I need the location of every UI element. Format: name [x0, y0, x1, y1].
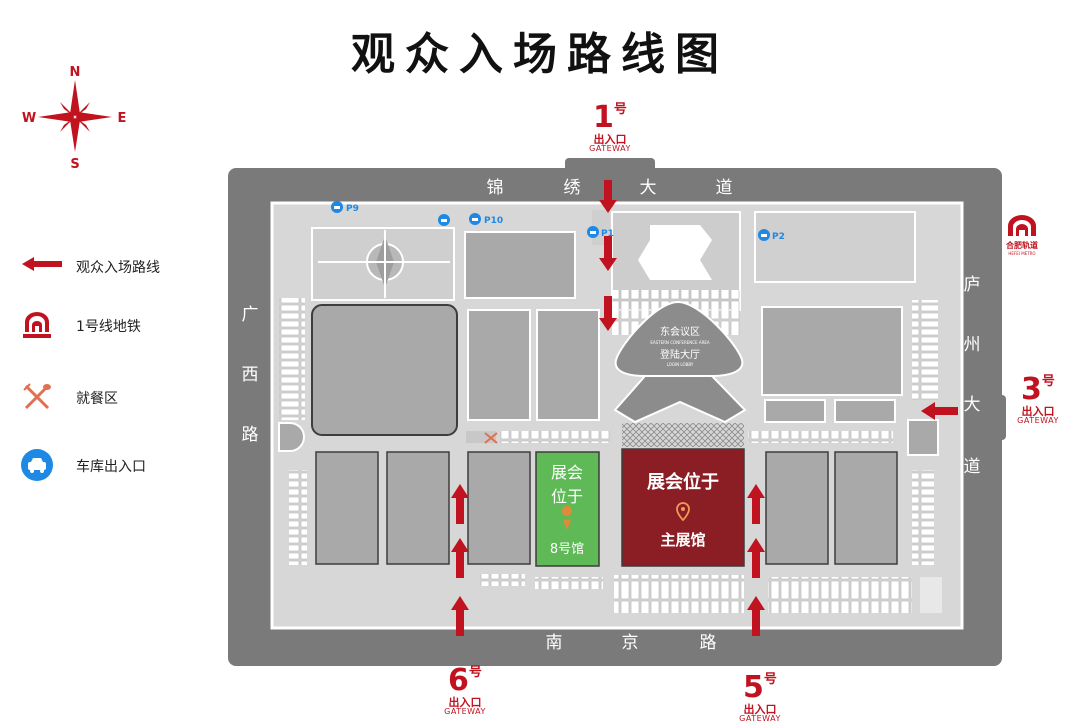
- hall8-pin-icon: [562, 506, 573, 530]
- dining-area-marker: [484, 432, 498, 444]
- legend-metro: 1号线地铁: [20, 310, 141, 344]
- road-east: 庐 州 大 道: [964, 275, 981, 477]
- compass-e-label: E: [118, 111, 127, 126]
- route-arrow-down: [599, 180, 617, 213]
- gate-number: 6: [448, 663, 469, 698]
- lobby-name: 登陆大厅: [660, 348, 700, 361]
- parking-marker-p1: P1: [587, 226, 614, 239]
- route-arrow-left: [921, 402, 958, 420]
- road-south: 南 京 路: [546, 633, 717, 653]
- road-west-char: 路: [242, 425, 259, 445]
- road-east-char: 道: [964, 457, 981, 477]
- gate-exit-label: 出入口: [1021, 405, 1055, 418]
- road-north-char: 道: [716, 178, 733, 198]
- page-title: 观众入场路线图: [351, 29, 729, 80]
- east-hall-name: 东会议区: [660, 325, 700, 338]
- road-west-char: 广: [242, 305, 259, 325]
- legend-parking: 车库出入口: [20, 448, 146, 486]
- fork-knife-icon: [23, 383, 51, 410]
- gate-exit-label: 出入口: [448, 696, 482, 709]
- route-arrow-up: [747, 596, 765, 636]
- legend-route: 观众入场路线: [20, 257, 160, 276]
- parking-marker-p10: P10: [469, 213, 503, 226]
- main-hall-line1: 展会位于: [647, 471, 719, 493]
- gate-hao: 号: [763, 672, 777, 687]
- route-arrow-up: [451, 596, 469, 636]
- compass-w-label: W: [22, 111, 36, 126]
- gate-gateway-label: GATEWAY: [589, 144, 631, 153]
- parking-p9-label: P9: [346, 204, 359, 214]
- legend-dining: 就餐区: [20, 380, 118, 418]
- gate-number: 1: [593, 100, 614, 135]
- gate-hao: 号: [1041, 374, 1055, 389]
- hall8-line2: 位于: [551, 487, 583, 506]
- main-hall-name: 主展馆: [660, 531, 705, 549]
- road-north: 锦 绣 大 道: [487, 178, 733, 198]
- gate-exit-label: 出入口: [593, 133, 627, 146]
- gate-number: 3: [1021, 372, 1042, 407]
- metro-logo-en: HEFEI METRO: [1008, 251, 1035, 256]
- gate-number: 5: [743, 670, 764, 705]
- legend-metro-label: 1号线地铁: [76, 319, 141, 335]
- road-south-char: 路: [700, 633, 717, 653]
- gate-gateway-label: GATEWAY: [739, 714, 781, 723]
- compass-rose: N S W E: [22, 65, 127, 172]
- route-arrow-up: [747, 538, 765, 578]
- gate-hao: 号: [613, 102, 627, 117]
- route-arrow-up: [747, 484, 765, 524]
- road-north-char: 锦: [487, 178, 504, 198]
- route-arrow-icon: [22, 257, 62, 271]
- road-south-char: 南: [546, 633, 563, 653]
- metro-icon: [23, 312, 51, 338]
- legend-route-label: 观众入场路线: [76, 260, 160, 276]
- parking-car-icon: [21, 449, 53, 481]
- legend-dining-label: 就餐区: [76, 391, 118, 407]
- entry-route-arrows: [451, 180, 958, 636]
- gate-6-label: 6号 出入口 GATEWAY: [435, 666, 495, 716]
- route-arrow-up: [451, 484, 469, 524]
- route-arrow-up: [451, 538, 469, 578]
- gate-gateway-label: GATEWAY: [444, 707, 486, 716]
- road-north-char: 绣: [564, 178, 581, 198]
- hall8-name: 8号馆: [550, 542, 584, 557]
- compass-s-label: S: [70, 157, 79, 172]
- gate-1-label: 1号 出入口 GATEWAY: [580, 103, 640, 153]
- gate-exit-label: 出入口: [743, 703, 777, 716]
- lobby-en: LOGIN LOBBY: [667, 362, 694, 367]
- legend-parking-label: 车库出入口: [76, 459, 146, 475]
- parking-marker-p2: P2: [758, 229, 785, 242]
- road-east-char: 庐: [964, 275, 981, 295]
- parking-marker-p9: P9: [331, 201, 359, 214]
- compass-n-label: N: [70, 65, 81, 80]
- gate-5-label: 5号 出入口 GATEWAY: [730, 673, 790, 723]
- road-east-char: 州: [964, 335, 981, 355]
- parking-p2-label: P2: [772, 232, 785, 242]
- road-south-char: 京: [622, 633, 639, 653]
- parking-p10-label: P10: [484, 216, 503, 226]
- hall8-line1: 展会: [551, 463, 583, 482]
- road-north-char: 大: [640, 178, 657, 198]
- gate-hao: 号: [468, 665, 482, 680]
- route-arrow-down: [599, 236, 617, 271]
- road-west-char: 西: [242, 365, 259, 385]
- metro-logo-cn: 合肥轨道: [1005, 240, 1038, 250]
- gate-gateway-label: GATEWAY: [1017, 416, 1059, 425]
- east-hall-en: EASTERN CONFERENCE AREA: [650, 340, 710, 345]
- gate-3-label: 3号 出入口 GATEWAY: [1008, 375, 1068, 425]
- main-hall-pin-icon: [676, 502, 690, 522]
- parking-marker-gate: [438, 214, 450, 226]
- road-west: 广 西 路: [242, 305, 259, 445]
- route-arrow-down: [599, 296, 617, 331]
- road-east-char: 大: [964, 395, 981, 415]
- parking-p1-label: P1: [601, 229, 614, 239]
- metro-station-marker: 合肥轨道 HEFEI METRO: [1005, 215, 1038, 256]
